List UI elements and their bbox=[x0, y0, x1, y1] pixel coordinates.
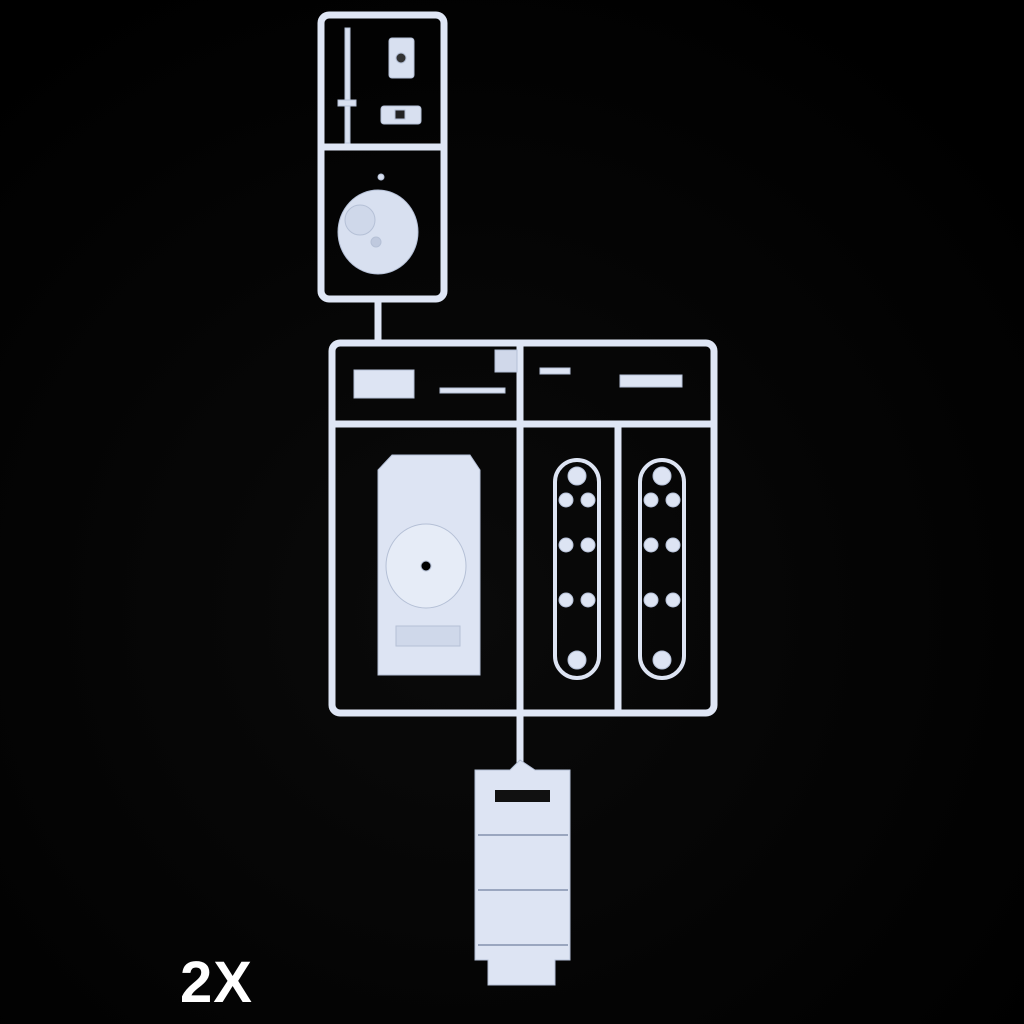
sprue-frame bbox=[317, 11, 718, 770]
lower-hull bbox=[474, 759, 571, 986]
turret-parts bbox=[337, 27, 422, 275]
hull-parts bbox=[353, 349, 686, 680]
quantity-label: 2X bbox=[180, 950, 253, 1015]
